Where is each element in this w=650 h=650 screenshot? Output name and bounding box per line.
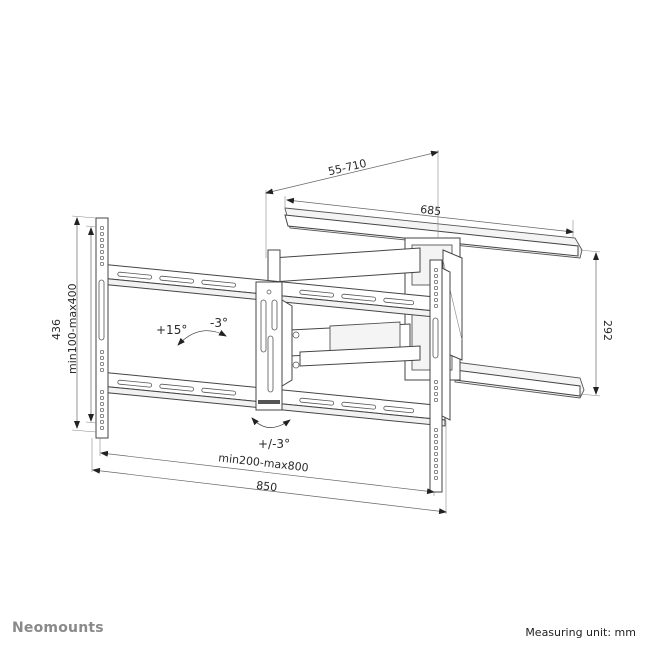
tilt-down-label: -3° xyxy=(210,316,228,330)
tilt-arc xyxy=(177,330,227,346)
vesa-width-range-label: min200-max800 xyxy=(218,451,310,474)
brand-logo: Neomounts xyxy=(12,620,104,636)
swing-arms xyxy=(267,247,421,369)
depth-range-label: 55-710 xyxy=(327,157,368,178)
tilt-head-plate xyxy=(255,281,293,411)
vesa-height-range-label: min100-max400 xyxy=(66,283,79,374)
rotation-arc xyxy=(251,417,291,428)
tv-interface xyxy=(95,217,451,493)
wall-plate-height-label: 292 xyxy=(601,320,614,341)
interface-width-label: 850 xyxy=(255,479,277,494)
left-vertical-bracket xyxy=(95,217,109,439)
right-vertical-bracket xyxy=(429,259,451,493)
rail-slots xyxy=(117,271,415,414)
tilt-up-label: +15° xyxy=(156,323,187,337)
measuring-unit-note: Measuring unit: mm xyxy=(525,626,636,639)
dimension-lines xyxy=(71,150,601,515)
wall-plate-width-label: 685 xyxy=(419,203,441,218)
rotation-label: +/-3° xyxy=(258,437,290,451)
interface-height-label: 436 xyxy=(50,319,63,340)
